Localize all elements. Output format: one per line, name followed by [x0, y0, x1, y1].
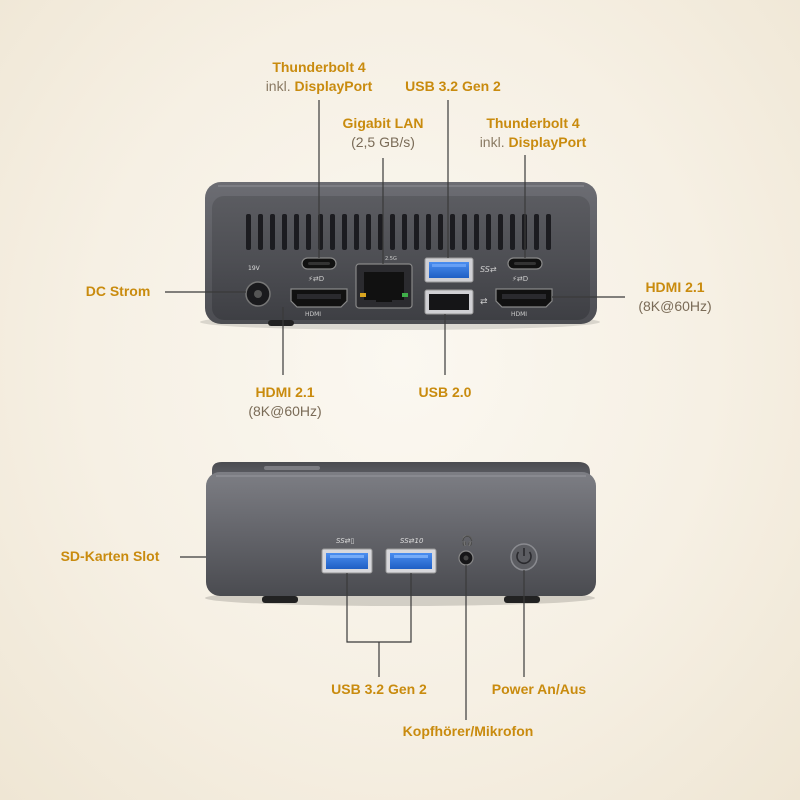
- svg-text:🎧: 🎧: [461, 534, 473, 547]
- label-usb20-title: USB 2.0: [418, 384, 472, 400]
- label-hdmi-left-sub: (8K@60Hz): [248, 403, 322, 419]
- label-power: Power An/Aus: [474, 680, 604, 699]
- power-button: [510, 543, 538, 571]
- label-gigabit-lan: Gigabit LAN (2,5 GB/s): [328, 114, 438, 152]
- back-leader-lines: [165, 100, 625, 375]
- label-tb4-left-title: Thunderbolt 4: [272, 59, 366, 75]
- usb20-port: [424, 289, 474, 315]
- label-usb20: USB 2.0: [400, 383, 490, 402]
- audio-jack: 🎧: [458, 534, 474, 566]
- label-usb32-top-title: USB 3.2 Gen 2: [405, 78, 501, 94]
- dc-jack: 19V: [245, 265, 271, 307]
- label-hdmi-left: HDMI 2.1 (8K@60Hz): [230, 383, 340, 421]
- label-lan-sub: (2,5 GB/s): [351, 134, 415, 150]
- label-thunderbolt4-right: Thunderbolt 4 inkl. DisplayPort: [462, 114, 604, 152]
- front-device: SS⇄▯ SS⇄10 🎧: [205, 462, 596, 606]
- label-hdmi-right-sub: (8K@60Hz): [638, 298, 712, 314]
- back-device: 19V HDMI 2.5G SS⇄ ⇄: [200, 182, 600, 330]
- label-sd-karten-slot: SD-Karten Slot: [40, 547, 180, 566]
- front-leader-lines: [180, 556, 525, 720]
- label-lan-title: Gigabit LAN: [342, 115, 424, 131]
- lan-port: 2.5G: [355, 256, 413, 309]
- svg-text:⚡⇄D: ⚡⇄D: [308, 275, 324, 283]
- label-dc-strom: DC Strom: [70, 282, 166, 301]
- hdmi-mark-left: HDMI: [305, 311, 321, 318]
- hdmi-port-right: HDMI: [495, 288, 553, 318]
- hdmi-port-left: HDMI: [290, 288, 348, 318]
- hdmi-mark-right: HDMI: [511, 311, 527, 318]
- label-power-title: Power An/Aus: [491, 681, 587, 697]
- label-kopfhoerer: Kopfhörer/Mikrofon: [386, 722, 550, 741]
- svg-text:SS⇄: SS⇄: [480, 265, 497, 274]
- usb32-port-back: [424, 257, 474, 283]
- volt-mark: 19V: [248, 265, 261, 272]
- usb32-front-port-1: SS⇄▯: [321, 537, 373, 574]
- label-tb4-left-prefix: inkl.: [265, 78, 291, 94]
- label-thunderbolt4-left: Thunderbolt 4 inkl. DisplayPort: [248, 58, 390, 96]
- label-hdmi-right: HDMI 2.1 (8K@60Hz): [620, 278, 730, 316]
- label-dc-title: DC Strom: [85, 283, 151, 299]
- label-tb4-right-title: Thunderbolt 4: [486, 115, 580, 131]
- svg-text:SS⇄▯: SS⇄▯: [336, 537, 354, 545]
- lan-speed-mark: 2.5G: [385, 256, 397, 262]
- label-usb32-front: USB 3.2 Gen 2: [314, 680, 444, 699]
- label-hdmi-right-title: HDMI 2.1: [645, 279, 705, 295]
- svg-text:⚡⇄D: ⚡⇄D: [512, 275, 528, 283]
- label-tb4-right-sub: DisplayPort: [508, 134, 587, 150]
- svg-text:⇄: ⇄: [480, 297, 488, 307]
- label-sd-title: SD-Karten Slot: [60, 548, 160, 564]
- label-audio-title: Kopfhörer/Mikrofon: [402, 723, 534, 739]
- label-hdmi-left-title: HDMI 2.1: [255, 384, 315, 400]
- thunderbolt-port-right: ⚡⇄D: [507, 257, 543, 283]
- label-usb32-front-title: USB 3.2 Gen 2: [331, 681, 427, 697]
- label-usb32-top: USB 3.2 Gen 2: [388, 77, 518, 96]
- svg-text:SS⇄10: SS⇄10: [400, 537, 424, 545]
- usb32-front-port-2: SS⇄10: [385, 537, 437, 574]
- back-vent-grille: [246, 214, 551, 250]
- label-tb4-right-prefix: inkl.: [479, 134, 505, 150]
- label-tb4-left-sub: DisplayPort: [294, 78, 373, 94]
